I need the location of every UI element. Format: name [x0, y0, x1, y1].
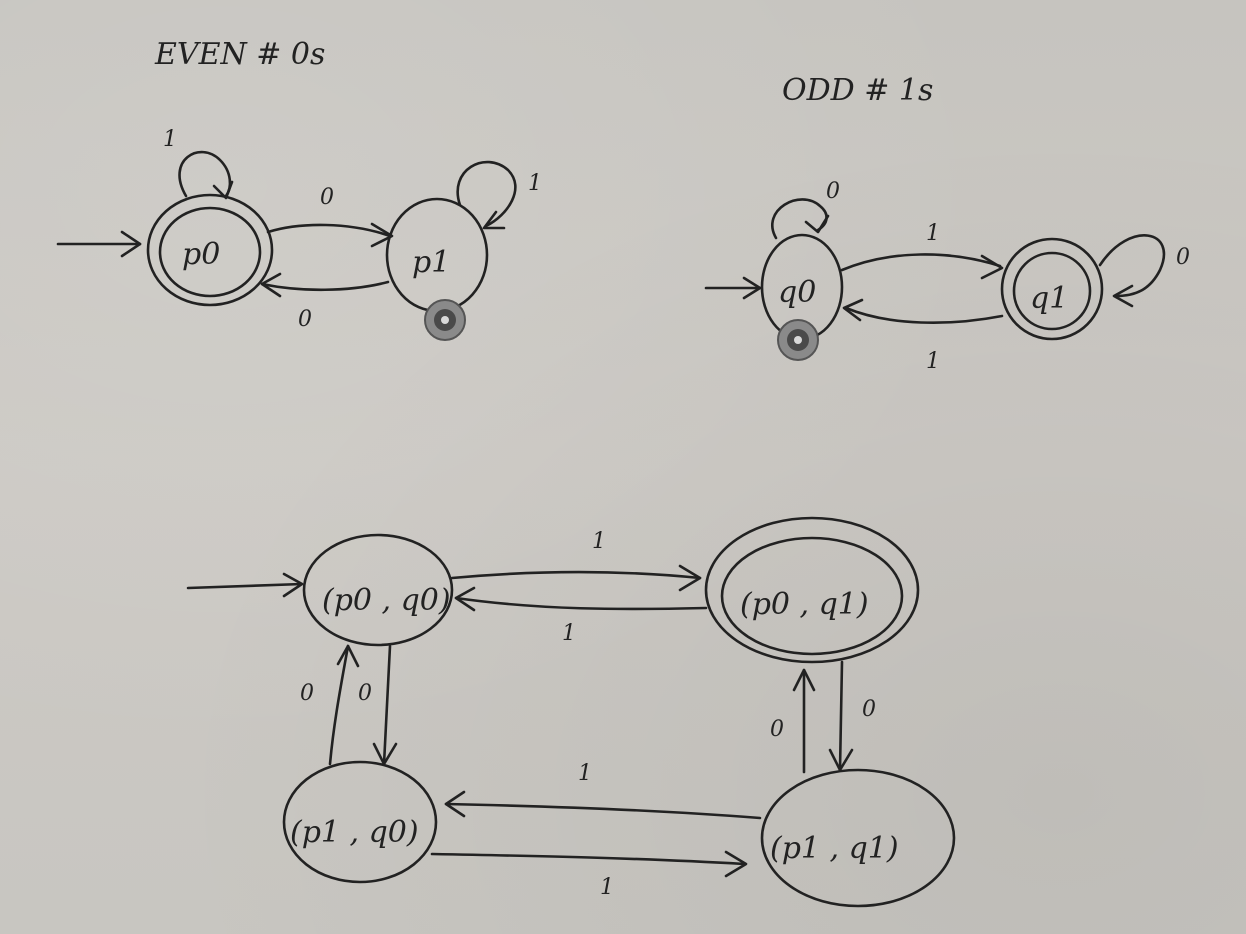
edge-p0q0-p1q0-label: 0	[358, 681, 372, 706]
edge-p0q1-p1q1-label: 0	[862, 697, 876, 722]
state-p0q0-label: (p0 , q0)	[322, 583, 451, 618]
loop-p0-label: 1	[163, 127, 177, 152]
state-q1: q1	[1000, 237, 1104, 341]
edge-q1-q0	[844, 306, 1004, 324]
edge-p0q1-p0q0	[454, 596, 708, 611]
edge-p0-p1	[266, 223, 392, 238]
edge-q1-q0-label: 1	[926, 349, 940, 374]
state-p0: p0	[146, 193, 274, 307]
edge-p0q1-p1q1	[838, 660, 844, 772]
edge-p0q0-p1q0	[382, 644, 392, 766]
edge-p0q0-p0q1	[450, 570, 702, 580]
loop-q0-label: 0	[826, 179, 840, 204]
edge-p1q1-p1q0-label: 1	[578, 761, 592, 786]
edge-p0q1-p0q0-label: 1	[562, 621, 576, 646]
title-odd-ones: ODD # 1s	[782, 73, 933, 108]
loop-p1-label: 1	[528, 171, 542, 196]
state-p1q1: (p1 , q1)	[760, 768, 956, 908]
loop-p1	[456, 160, 517, 228]
state-q1-label: q1	[1030, 281, 1068, 316]
edge-p1-p0	[260, 280, 390, 292]
state-p1-label: p1	[412, 245, 450, 280]
start-arrow-p0q0	[186, 582, 304, 590]
state-p1: p1	[385, 197, 489, 313]
edge-p0q0-p0q1-label: 1	[592, 529, 606, 554]
edge-p1q0-p0q0-label: 0	[300, 681, 314, 706]
loop-q1	[1098, 234, 1166, 298]
state-p0q0: (p0 , q0)	[302, 533, 454, 647]
edge-p1q0-p0q0	[328, 644, 350, 766]
title-even-zeros: EVEN # 0s	[154, 37, 325, 72]
state-p0-label: p0	[182, 237, 220, 272]
state-p1q1-label: (p1 , q1)	[770, 831, 899, 866]
state-p1q0: (p1 , q0)	[282, 760, 438, 884]
edge-p1q1-p1q0	[444, 802, 762, 820]
edge-p1q0-p1q1	[430, 852, 746, 866]
edge-q0-q1	[840, 253, 1002, 272]
edge-p1q0-p1q1-label: 1	[600, 875, 614, 900]
state-p0q1: (p0 , q1)	[704, 516, 920, 664]
state-p1q0-label: (p1 , q0)	[290, 815, 419, 850]
loop-q1-label: 0	[1176, 245, 1190, 270]
loop-p0	[178, 150, 232, 198]
edge-q0-q1-label: 1	[926, 221, 940, 246]
state-p0q1-label: (p0 , q1)	[740, 587, 869, 622]
board-magnet	[777, 319, 819, 361]
board-magnet	[424, 299, 466, 341]
edge-p0-p1-label: 0	[320, 185, 334, 210]
edge-p1q1-p0q1-label: 0	[770, 717, 784, 742]
edge-p1-p0-label: 0	[298, 307, 312, 332]
state-q0-label: q0	[778, 275, 816, 310]
